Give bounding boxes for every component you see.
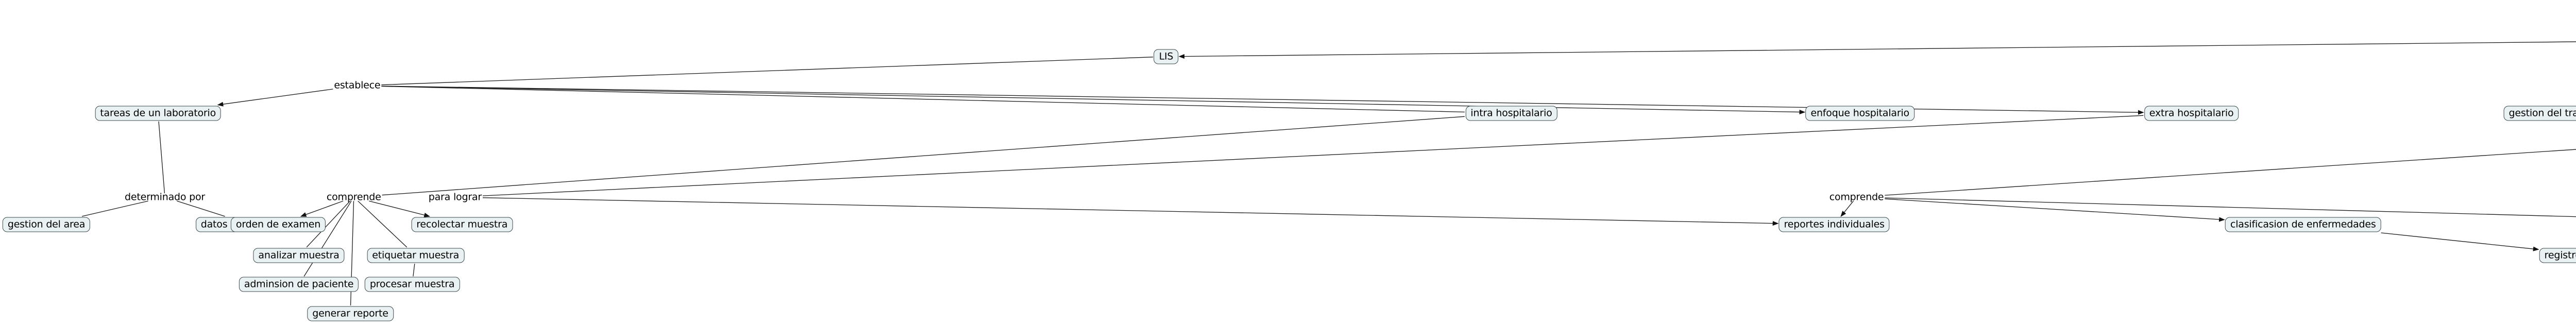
node-etiquetar[interactable]: etiquetar muestra — [367, 248, 465, 263]
node-orden-examen[interactable]: orden de examen — [230, 217, 326, 232]
edge-comprende-ris-to-clasificacion — [1885, 198, 2225, 222]
link-label-determinado-por: determinado por — [124, 191, 206, 203]
node-intra[interactable]: intra hospitalario — [1465, 106, 1557, 121]
link-label-establece-lis: establece — [334, 79, 381, 91]
edge-comprende-lis-to-admision — [303, 200, 352, 277]
node-clasificacion[interactable]: clasificasion de enfermedades — [2225, 217, 2381, 232]
node-enfoque[interactable]: enfoque hospitalario — [1805, 106, 1914, 121]
edge-clasificacion-to-registro-pac — [2381, 232, 2539, 251]
node-generar-rep[interactable]: generar reporte — [307, 306, 394, 321]
node-tareas-lab[interactable]: tareas de un laboratorio — [95, 106, 222, 121]
node-lis[interactable]: LIS — [1154, 49, 1179, 64]
node-gestion-area[interactable]: gestion del area — [2, 217, 91, 232]
node-analizar-m[interactable]: analizar muestra — [253, 248, 345, 263]
edge-determinado-por-to-gestion-area — [81, 200, 148, 217]
edge-lis-to-establece-lis — [381, 57, 1154, 86]
edge-para-lograr-to-reportes-ind — [482, 197, 1779, 226]
node-extra[interactable]: extra hospitalario — [2144, 106, 2239, 121]
edge-comprende-lis-to-etiquetar — [358, 200, 408, 248]
edge-comprende-ris-to-reportes-ind — [1840, 200, 1854, 217]
edge-extra-to-para-lograr — [482, 115, 2144, 196]
edge-diseno-to-comprende-ris — [1885, 149, 2576, 196]
node-gestion-trab[interactable]: gestion del trabajo — [2503, 106, 2576, 121]
node-registro-pac[interactable]: registro de pacientes — [2539, 248, 2576, 263]
node-admision[interactable]: adminsion de paciente — [239, 277, 359, 292]
edge-determinado-por-to-datos-diag — [177, 200, 225, 217]
edge-establece-lis-to-intra — [381, 86, 1465, 113]
edge-a-traves-de-to-lis — [1178, 41, 2576, 59]
edge-comprende-lis-to-orden-examen — [300, 200, 344, 217]
link-label-comprende-lis: comprende — [326, 191, 381, 203]
node-recolectar[interactable]: recolectar muestra — [411, 217, 513, 232]
node-procesar-m[interactable]: procesar muestra — [364, 277, 460, 292]
edge-etiquetar-to-procesar-m — [413, 263, 415, 277]
edge-establece-lis-to-tareas-lab — [217, 89, 333, 107]
edge-establece-lis-to-enfoque — [381, 86, 1806, 115]
edge-tareas-lab-to-determinado-por — [158, 121, 165, 194]
link-label-comprende-ris: comprende — [1829, 191, 1884, 203]
link-label-para-lograr: para lograr — [428, 191, 482, 203]
edge-intra-to-comprende-lis — [382, 116, 1465, 196]
edge-comprende-lis-to-recolectar — [369, 200, 430, 217]
node-reportes-ind[interactable]: reportes individuales — [1778, 217, 1890, 232]
